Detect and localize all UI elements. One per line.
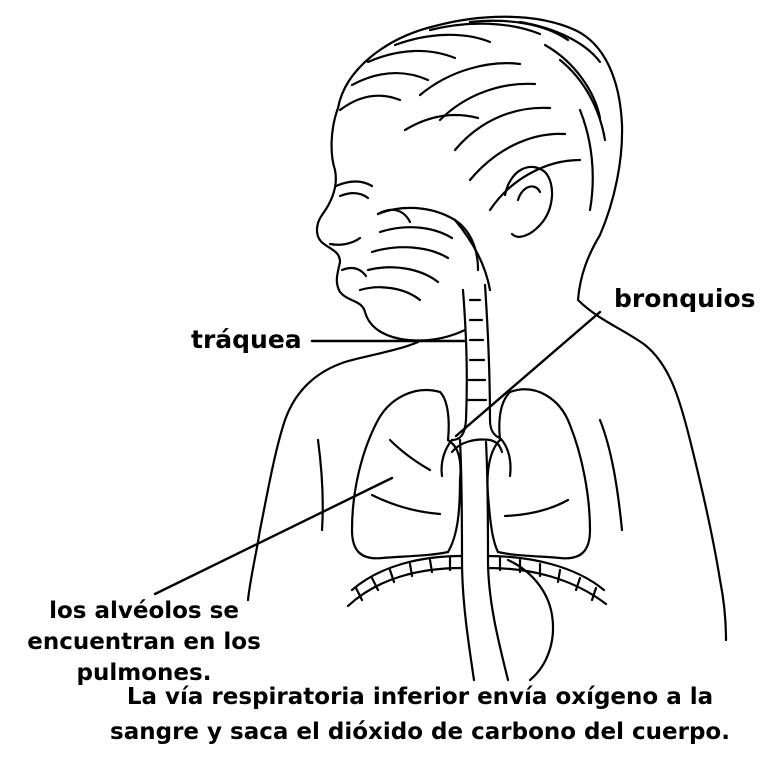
caption-line2: sangre y saca el dióxido de carbono del …: [60, 715, 780, 750]
label-bronquios: bronquios: [614, 284, 756, 313]
bronquios-leader: [456, 312, 600, 436]
ear: [505, 167, 552, 237]
left-lung: [352, 390, 461, 558]
nasal-cavity: [360, 208, 490, 300]
right-lung: [488, 389, 591, 558]
label-alveolos-line1: los alvéolos se: [4, 596, 284, 627]
hair: [338, 17, 622, 235]
alveolos-leader: [155, 478, 392, 594]
caption-line1: La vía respiratoria inferior envía oxíge…: [60, 680, 780, 715]
face: [317, 108, 465, 341]
label-traquea: tráquea: [191, 325, 302, 354]
esophagus: [460, 440, 553, 680]
label-alveolos: los alvéolos se encuentran en los pulmon…: [4, 596, 284, 689]
trachea: [452, 285, 500, 440]
diaphragm: [348, 556, 606, 606]
caption: La vía respiratoria inferior envía oxíge…: [60, 680, 780, 750]
label-alveolos-line2: encuentran en los: [4, 627, 284, 658]
